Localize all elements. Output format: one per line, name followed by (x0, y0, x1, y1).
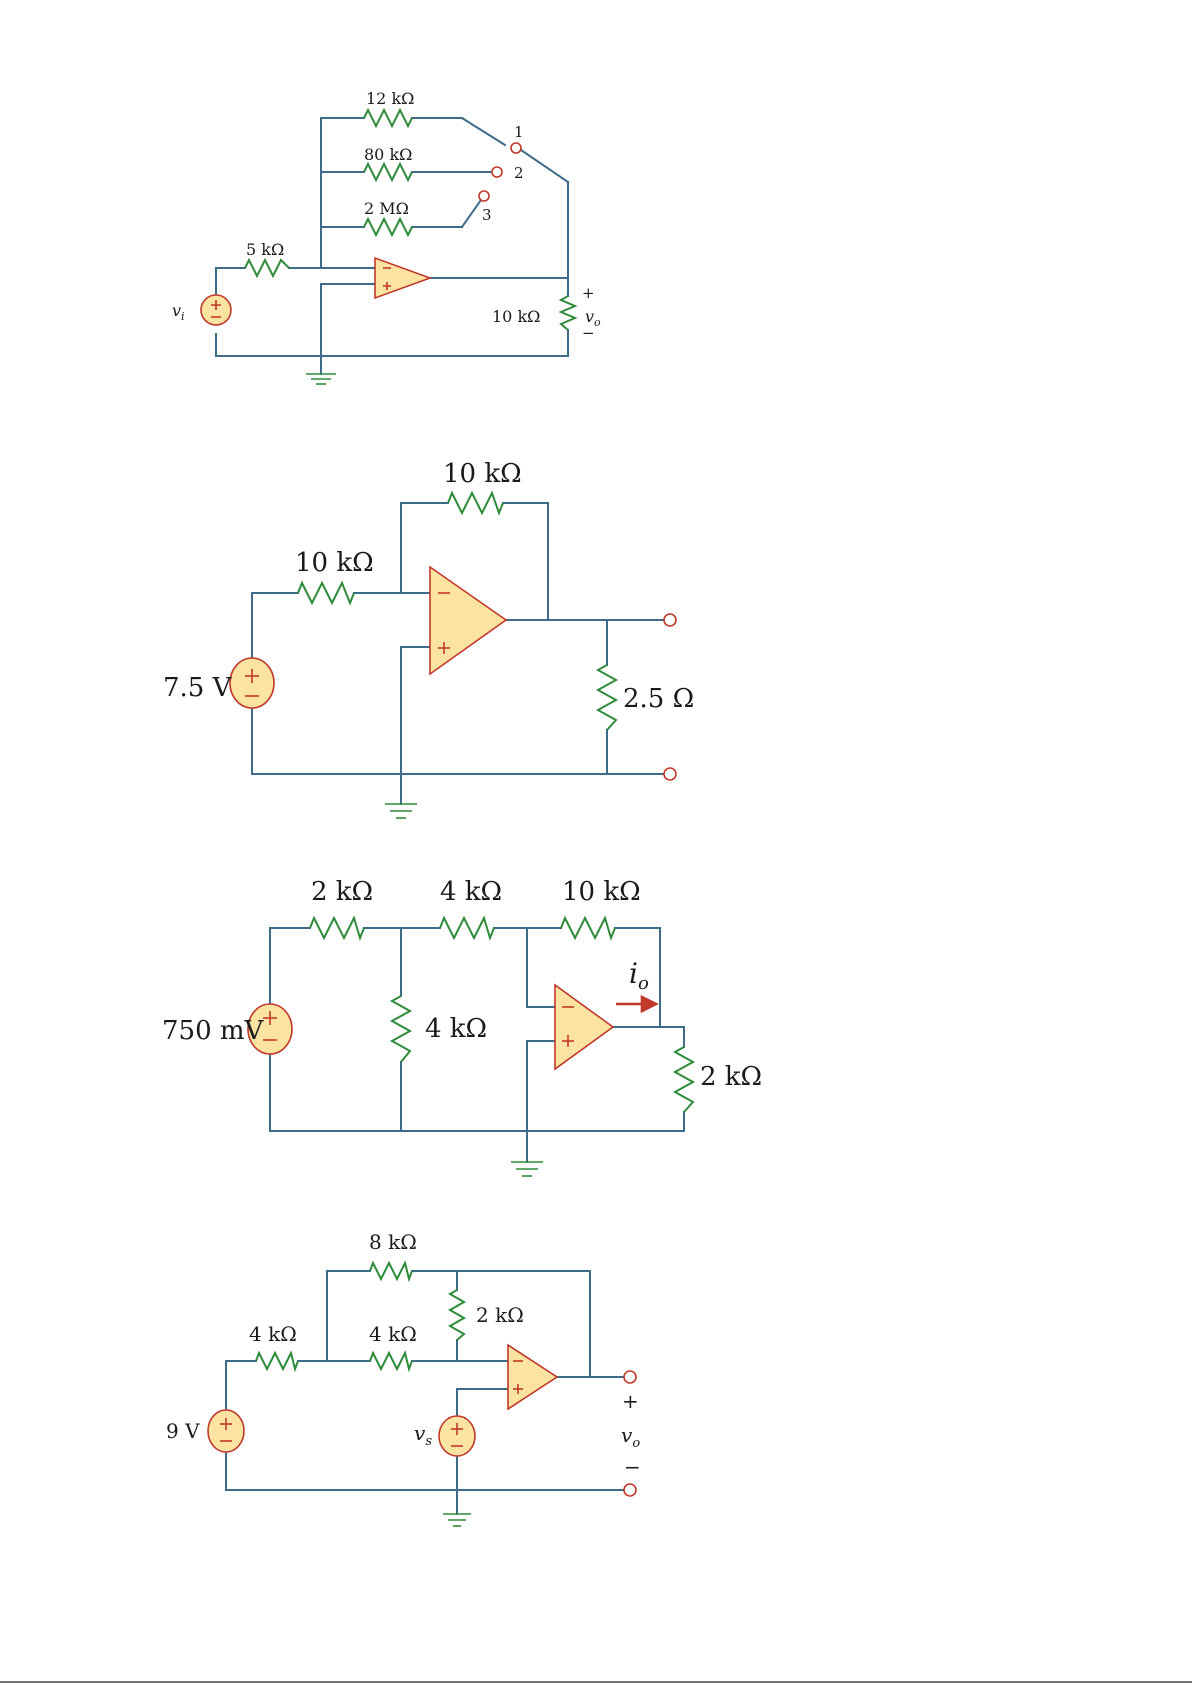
resistor-in-4k-a (256, 1353, 298, 1369)
switch-contact-3[interactable] (479, 191, 489, 201)
switch-contact-2[interactable] (492, 167, 502, 177)
label-source-vs: vs (414, 1421, 432, 1449)
resistor-12k (364, 110, 412, 126)
input-label-vi: vi (172, 301, 185, 323)
resistor-load-2k (675, 1047, 693, 1112)
label-12k: 12 kΩ (366, 89, 414, 108)
ground-2 (385, 804, 417, 818)
voltage-source-vs (439, 1416, 475, 1456)
circuit-2-inverting-amplifier: 10 kΩ 10 kΩ 7.5 V 2.5 Ω (163, 459, 694, 818)
resistor-80k (364, 164, 412, 180)
resistor-input-10k (298, 583, 354, 603)
output-label-vo: vo (621, 1423, 640, 1451)
label-80k: 80 kΩ (364, 145, 412, 164)
label-2k-series: 2 kΩ (311, 877, 373, 907)
label-4k-series: 4 kΩ (440, 877, 502, 907)
label-source-9v: 9 V (166, 1419, 200, 1443)
circuit-1-switched-gain-amplifier: 12 kΩ 80 kΩ 2 MΩ 5 kΩ 10 kΩ 1 2 3 vi + v… (172, 89, 601, 384)
resistor-load-2-5 (598, 665, 616, 730)
label-4k-shunt: 4 kΩ (425, 1014, 487, 1044)
resistor-tee-2k (450, 1290, 464, 1340)
label-source-7-5v: 7.5 V (163, 673, 233, 703)
op-amp-3 (555, 985, 613, 1069)
resistor-feedback-8k (370, 1263, 412, 1279)
resistor-in-4k-b (370, 1353, 412, 1369)
label-current-io: io (629, 957, 649, 994)
label-feedback-10k: 10 kΩ (443, 459, 522, 489)
label-input-10k: 10 kΩ (295, 548, 374, 578)
op-amp-1 (375, 258, 430, 298)
output-minus: − (624, 1455, 641, 1479)
output-minus: − (582, 324, 595, 342)
label-in-4k-b: 4 kΩ (369, 1322, 417, 1346)
label-feedback-10k: 10 kΩ (562, 877, 641, 907)
label-2M: 2 MΩ (364, 199, 409, 218)
label-feedback-8k: 8 kΩ (369, 1230, 417, 1254)
switch-contact-1[interactable] (511, 143, 521, 153)
op-amp-2 (430, 567, 506, 674)
switch-label-1: 1 (514, 123, 524, 141)
output-terminal-bottom[interactable] (664, 768, 676, 780)
label-source-750mv: 750 mV (162, 1016, 265, 1046)
resistor-4k-series (440, 918, 494, 938)
label-tee-2k: 2 kΩ (476, 1303, 524, 1327)
output-terminal-top[interactable] (664, 614, 676, 626)
resistor-4k-shunt (392, 996, 410, 1062)
label-load-2-5: 2.5 Ω (623, 684, 694, 714)
label-load-10k: 10 kΩ (492, 307, 540, 326)
resistor-2M (364, 219, 412, 235)
switch-label-2: 2 (514, 164, 524, 182)
ground-3 (511, 1162, 543, 1176)
label-load-2k: 2 kΩ (700, 1062, 762, 1092)
output-plus: + (622, 1389, 639, 1413)
op-amp-4 (508, 1345, 557, 1409)
output-plus: + (582, 284, 595, 302)
resistor-2k-series (310, 918, 364, 938)
resistor-5k (245, 260, 289, 276)
ground-4 (443, 1514, 471, 1526)
output-terminal-top[interactable] (624, 1371, 636, 1383)
resistor-feedback-10k (448, 493, 503, 513)
voltage-source-9v (208, 1410, 244, 1452)
label-in-4k-a: 4 kΩ (249, 1322, 297, 1346)
output-terminal-bottom[interactable] (624, 1484, 636, 1496)
ground-1 (306, 374, 336, 384)
resistor-load-10k (561, 296, 575, 330)
resistor-feedback-10k (561, 918, 615, 938)
circuit-3-ladder-amplifier: 2 kΩ 4 kΩ 10 kΩ 4 kΩ 750 mV 2 kΩ io (162, 877, 762, 1176)
circuit-4-tee-feedback-amplifier: 8 kΩ 2 kΩ 4 kΩ 4 kΩ 9 V vs + vo − (166, 1230, 641, 1526)
switch-label-3: 3 (482, 206, 492, 224)
label-5k: 5 kΩ (246, 240, 284, 259)
